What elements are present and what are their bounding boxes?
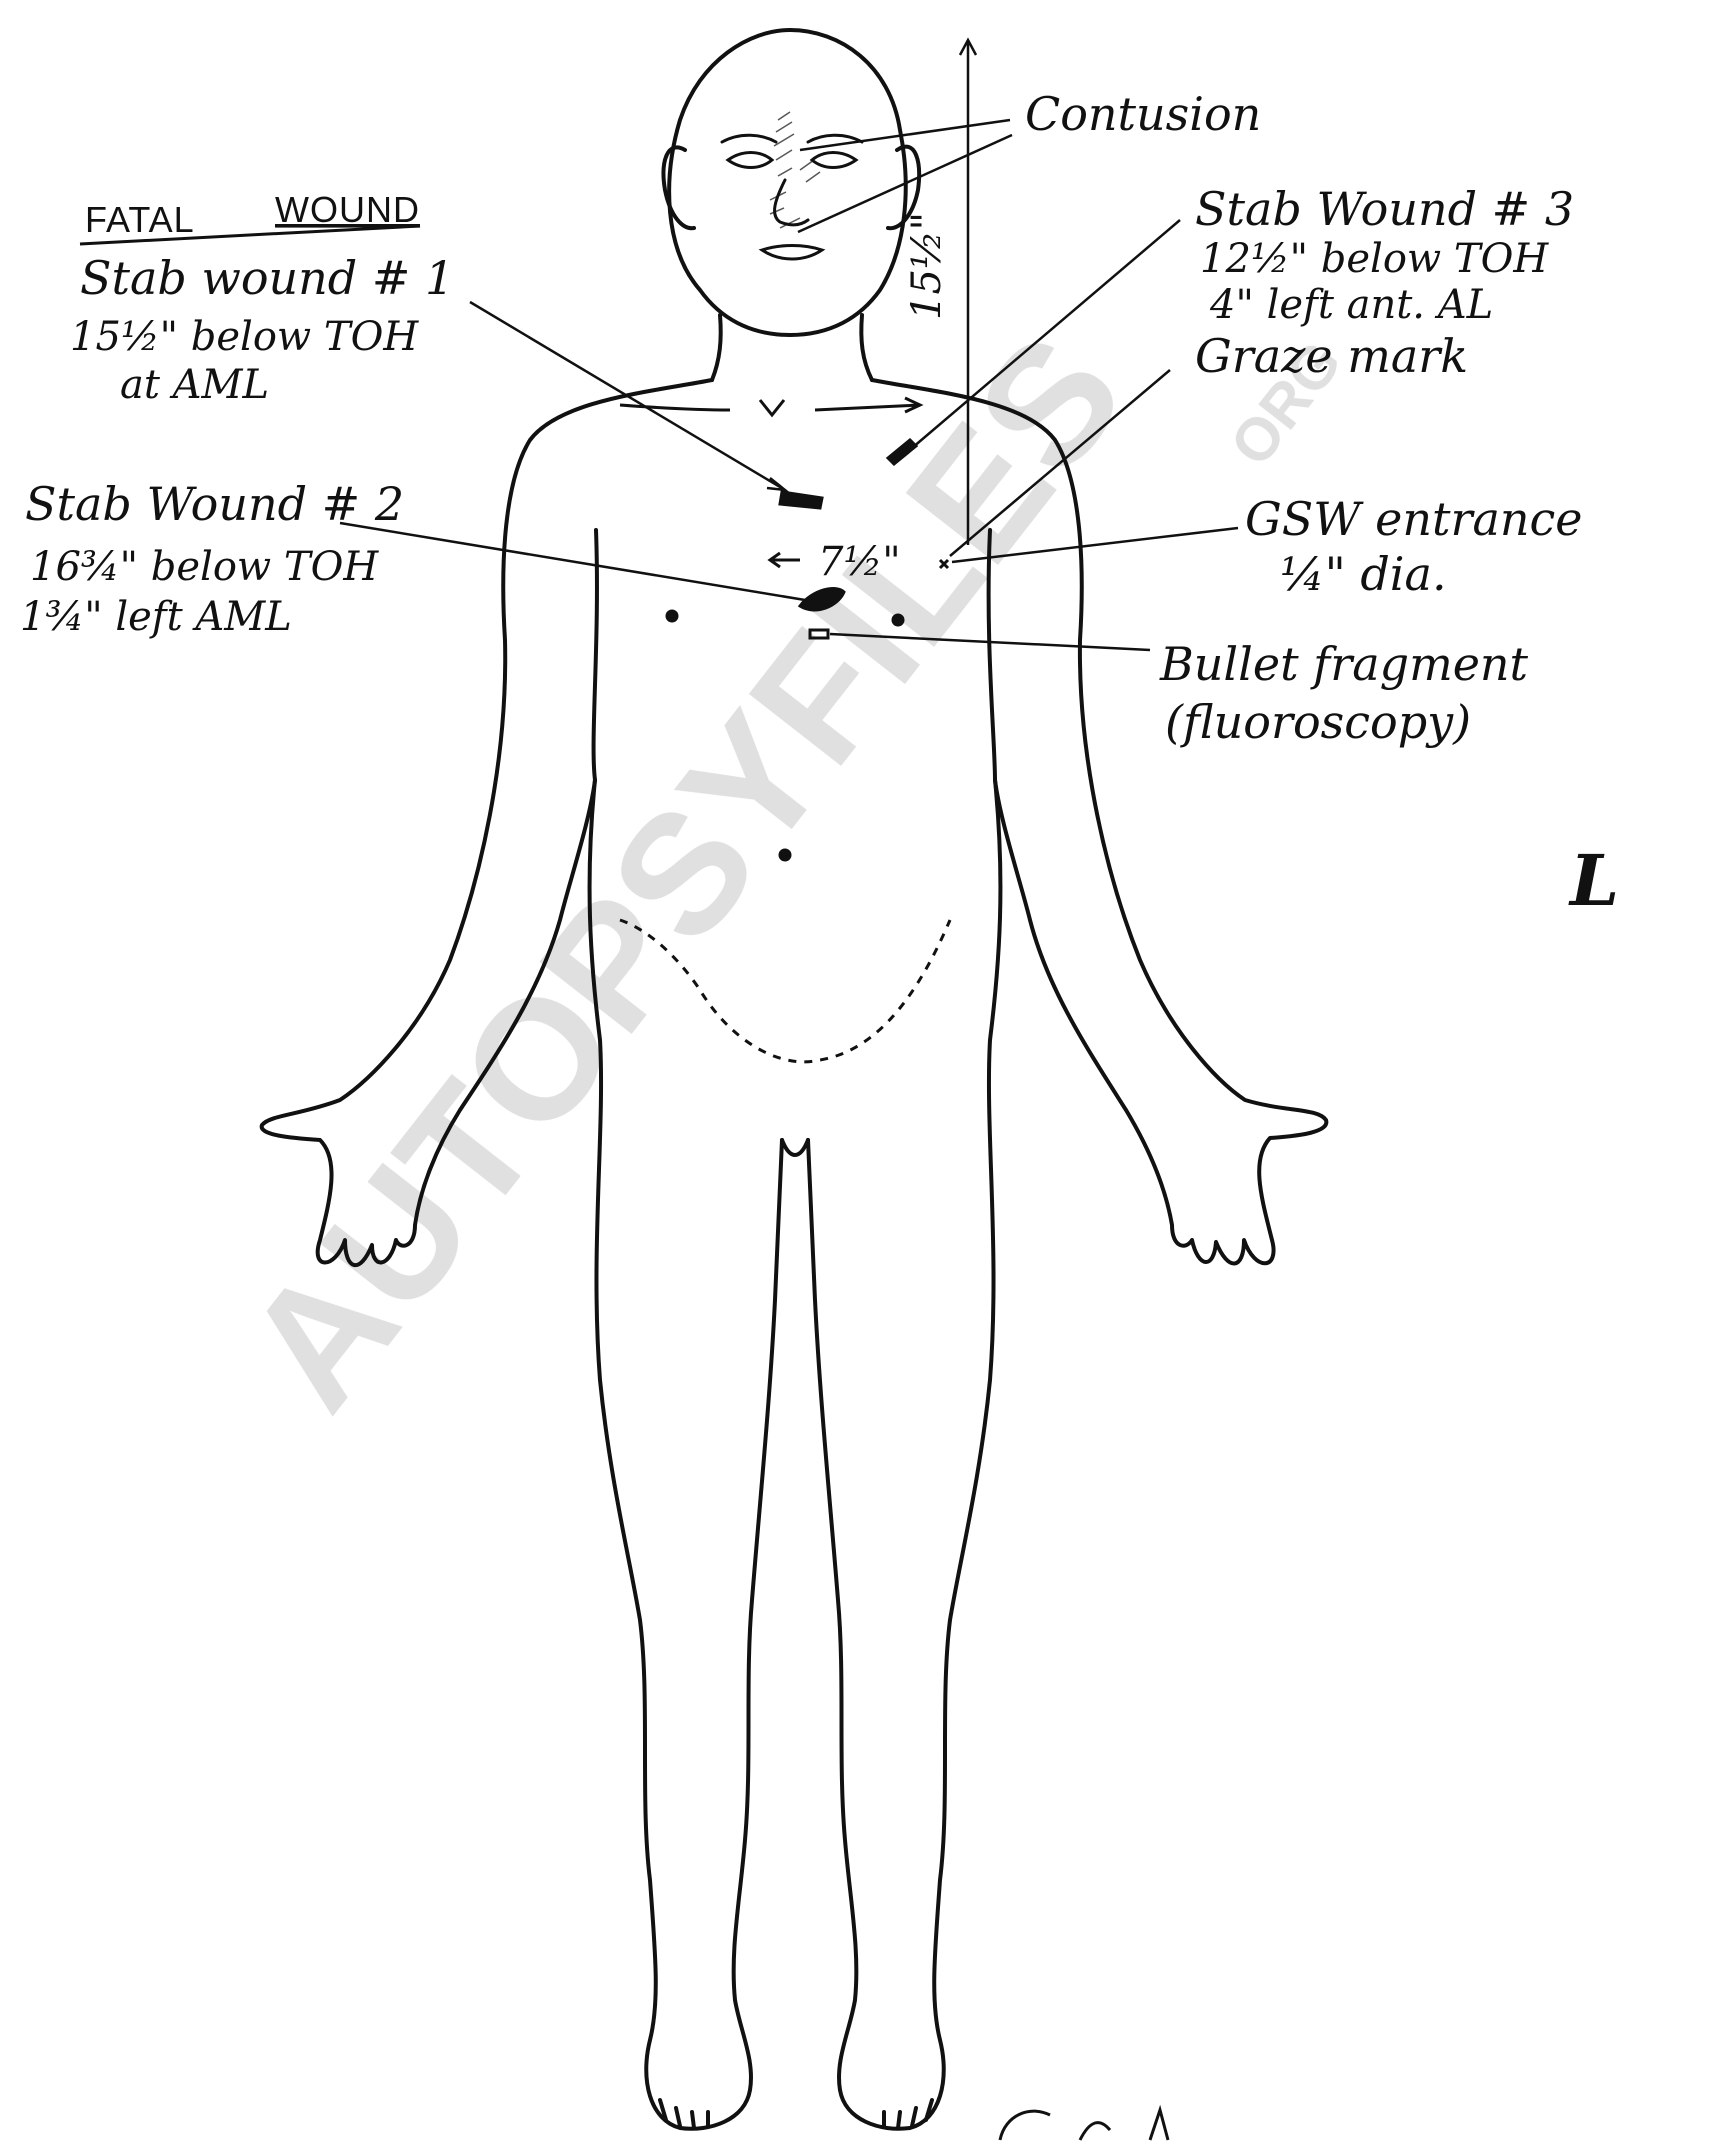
watermark: AUTOPSYFILES ORG xyxy=(209,301,1354,1443)
stab-wound-1-mark xyxy=(780,492,822,508)
right-brow xyxy=(808,135,862,142)
clavicle-line xyxy=(620,405,730,410)
neck-right xyxy=(861,315,872,380)
contusion-label: Contusion xyxy=(1025,87,1261,141)
suprasternal-notch xyxy=(760,400,784,415)
right-toes xyxy=(884,2100,932,2128)
clavicle-arrow xyxy=(815,398,920,412)
stab1-title: Stab wound # 1 xyxy=(80,251,454,305)
stab1-leader xyxy=(470,302,785,490)
signature xyxy=(1000,2110,1168,2140)
gsw-line2: ¼" dia. xyxy=(1280,547,1447,601)
gsw-line1: GSW entrance xyxy=(1245,492,1583,546)
measure-arrow-horizontal xyxy=(770,553,800,567)
bullet-line2: (fluoroscopy) xyxy=(1165,695,1471,749)
stab1-line2: at AML xyxy=(120,362,269,408)
stab2-line1: 16¾" below TOH xyxy=(30,544,379,590)
stab1-line1: 15½" below TOH xyxy=(70,314,419,360)
left-inner-arm xyxy=(594,530,597,780)
stab2-title: Stab Wound # 2 xyxy=(25,477,404,531)
right-eye xyxy=(812,153,856,168)
left-eye xyxy=(728,153,772,168)
stab2-line2: 1¾" left AML xyxy=(20,594,292,640)
neck-left xyxy=(712,315,721,380)
side-marker: L xyxy=(1568,839,1619,922)
mouth xyxy=(762,246,822,260)
right-nipple xyxy=(893,615,903,625)
navel xyxy=(780,850,790,860)
stab3-line1: 12½" below TOH xyxy=(1200,236,1549,282)
fatal-heading-1: FATAL xyxy=(85,199,195,240)
crotch xyxy=(782,1140,808,1155)
stab3-line2: 4" left ant. AL xyxy=(1209,282,1493,328)
stab3-title: Stab Wound # 3 xyxy=(1195,182,1574,236)
graze-label: Graze mark xyxy=(1195,329,1468,383)
horizontal-measure-label: 7½" xyxy=(818,539,901,585)
face xyxy=(722,135,862,259)
nose xyxy=(775,180,808,225)
left-brow xyxy=(722,135,776,142)
right-leg-outline xyxy=(808,780,1000,2129)
head-outline xyxy=(669,30,906,335)
bullet-line1: Bullet fragment xyxy=(1159,637,1529,691)
stab2-leader xyxy=(340,523,805,600)
contusion-marks xyxy=(770,112,820,228)
left-nipple xyxy=(667,611,677,621)
vertical-measure-label: 15½" xyxy=(904,212,950,320)
fatal-heading-2: WOUND xyxy=(275,189,420,230)
